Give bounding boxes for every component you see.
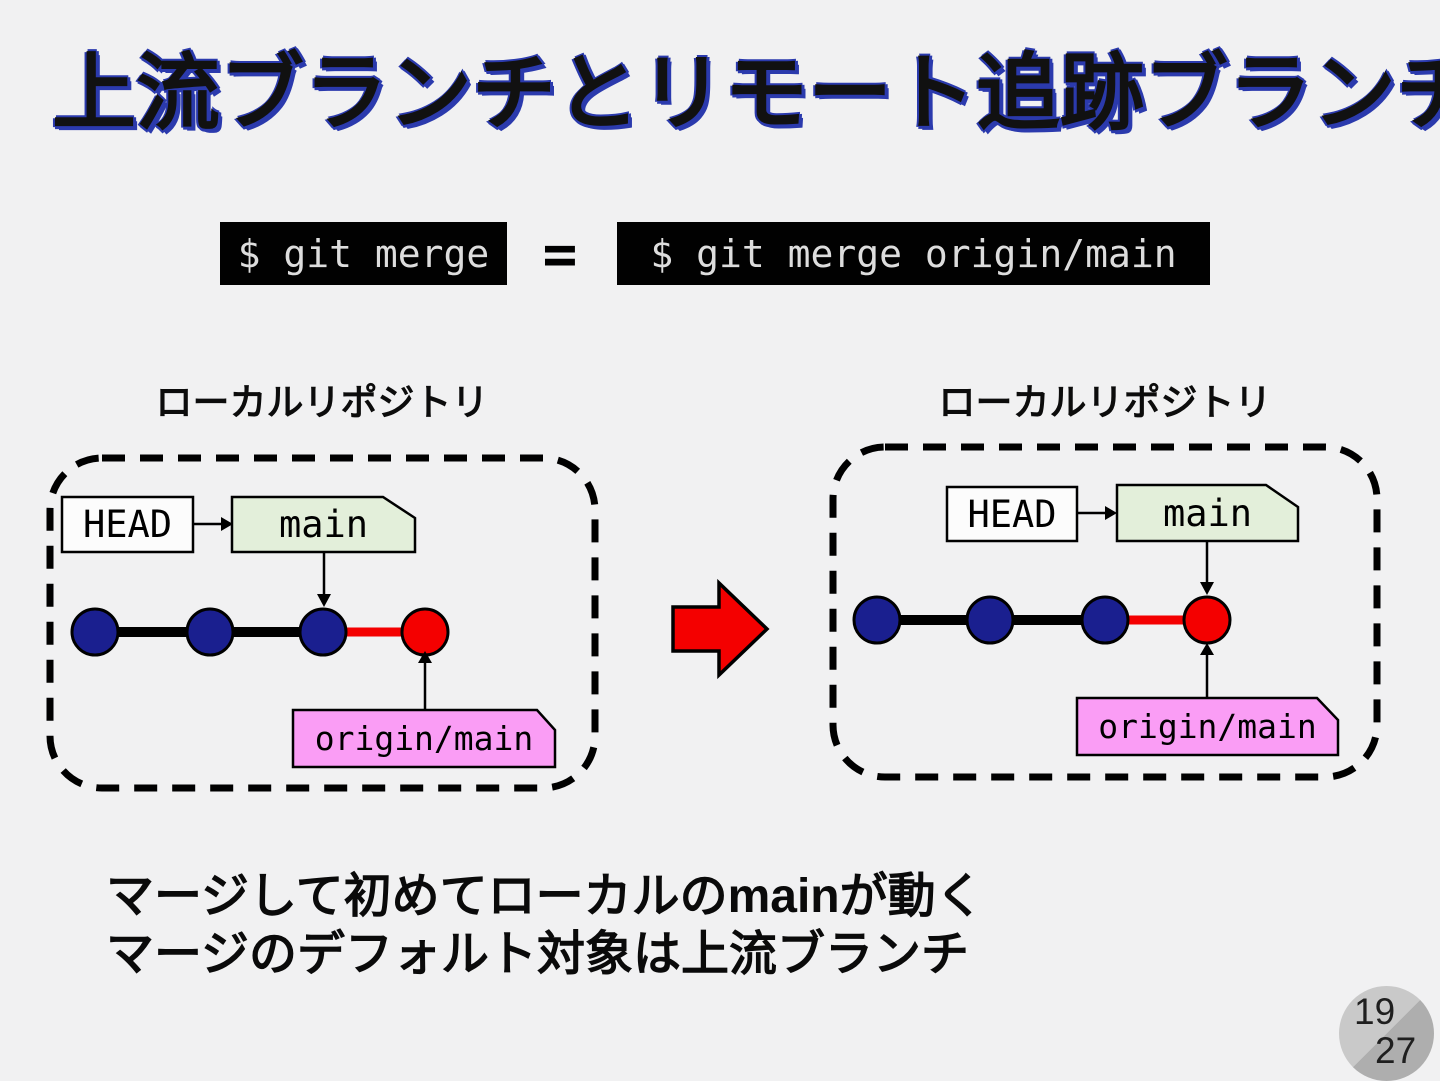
origin-main-label: origin/main (314, 719, 534, 758)
commit-node (852, 595, 902, 645)
main-branch-label: main (1162, 491, 1253, 535)
note-line-2: マージのデフォルト対象は上流ブランチ (106, 928, 970, 981)
main-to-commit-arrowhead-icon (317, 594, 331, 607)
commit-node-remote (1182, 595, 1232, 645)
head-label: HEAD (82, 503, 173, 546)
commit-node (70, 607, 120, 657)
main-to-commit-arrowhead-icon (1200, 582, 1214, 595)
origin-main-tag-shape (1075, 696, 1340, 757)
head-to-main-arrowhead-icon (1105, 506, 1117, 520)
commit-node (965, 595, 1015, 645)
head-label: HEAD (967, 492, 1057, 536)
repo-diagram-before (46, 454, 599, 792)
main-branch-tag-shape (230, 495, 417, 554)
head-to-main-arrowhead-icon (221, 517, 233, 531)
repo-label-before: ローカルリポジトリ (155, 382, 489, 423)
equals-sign: = (542, 219, 578, 288)
commit-node-remote (400, 607, 450, 657)
repo-label-after: ローカルリポジトリ (938, 382, 1272, 423)
head-box-shape (945, 485, 1079, 543)
slide-notes: マージして初めてローカルのmainが動く マージのデフォルト対象は上流ブランチ (106, 868, 984, 984)
terminal-command-right: $ git merge origin/main (617, 222, 1210, 285)
repo-boundary-dashed-box (829, 443, 1381, 781)
repo-boundary-dashed-box (46, 454, 599, 792)
origin-main-label: origin/main (1098, 707, 1317, 746)
transition-right-arrow-icon (671, 578, 770, 680)
page-number-badge: 19 27 (1339, 986, 1434, 1081)
main-branch-label: main (278, 503, 369, 546)
note-line-1: マージして初めてローカルのmainが動く (106, 870, 984, 923)
head-box-shape (60, 495, 195, 554)
page-total: 27 (1375, 1030, 1417, 1071)
origin-main-tag-shape (291, 708, 557, 769)
terminal-command-left: $ git merge (220, 222, 507, 285)
origin-to-commit-arrowhead-icon (418, 651, 432, 663)
slide-title: 上流ブランチとリモート追跡ブランチ (52, 46, 1440, 140)
commit-node (298, 607, 348, 657)
origin-to-commit-arrowhead-icon (1200, 643, 1214, 655)
commit-node (1080, 595, 1130, 645)
commit-node (185, 607, 235, 657)
page-current: 19 (1354, 991, 1396, 1032)
repo-diagram-after (829, 443, 1381, 781)
main-branch-tag-shape (1115, 483, 1300, 543)
